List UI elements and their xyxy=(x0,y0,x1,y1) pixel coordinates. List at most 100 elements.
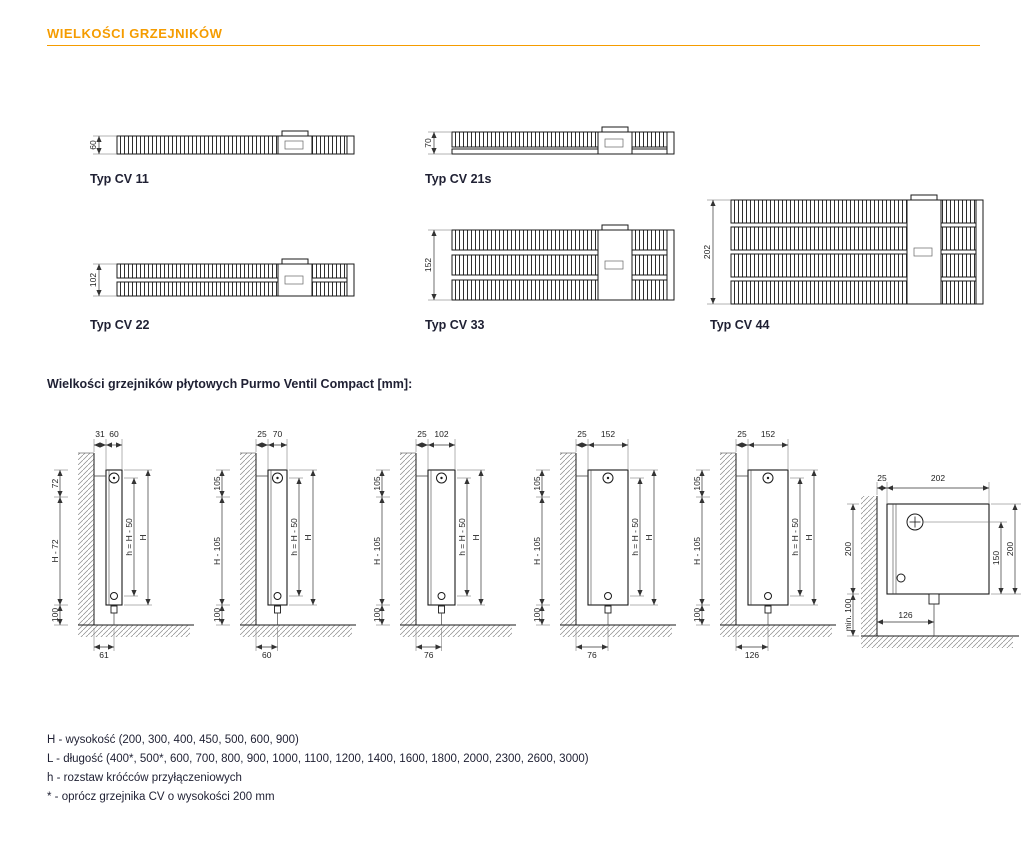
section-title: Wielkości grzejników płytowych Purmo Ven… xyxy=(47,377,413,391)
depth-dim: 102 xyxy=(88,273,98,287)
bottom-offset-dim: 60 xyxy=(262,650,272,660)
top-tab xyxy=(281,130,309,137)
wall-hatch xyxy=(560,453,576,625)
top-connection-center xyxy=(766,476,770,480)
top-connection-center xyxy=(606,476,610,480)
floor-hatch xyxy=(78,625,190,637)
top-view-cv33: 152 xyxy=(418,218,680,310)
bottom-connection xyxy=(604,592,612,600)
wall-hatch xyxy=(400,453,416,625)
radiator-top-view: 202 xyxy=(702,194,984,305)
end-cap xyxy=(346,135,355,155)
end-cap xyxy=(666,229,675,301)
radiator-fin-panel xyxy=(116,135,355,155)
type-label-cv11: Typ CV 11 xyxy=(90,172,149,186)
top-tab xyxy=(281,258,309,265)
top-connection-center xyxy=(276,476,279,480)
end-section-detail xyxy=(913,247,933,257)
wall-gap-dim: 25 xyxy=(257,429,267,439)
top-tab xyxy=(601,224,629,231)
floor-clearance-dim: 100 xyxy=(212,608,222,622)
radiator-fin-panel xyxy=(451,131,675,148)
wall-height-dim: H - 105 xyxy=(372,537,382,565)
bottom-offset-dim: 126 xyxy=(898,610,912,620)
radiator-fin-panel xyxy=(451,279,675,301)
top-connection-center xyxy=(440,476,443,480)
top-tab xyxy=(601,126,629,133)
type-label-cv44: Typ CV 44 xyxy=(710,318,770,332)
height-dim: H xyxy=(303,534,313,540)
floor-clearance-dim: min. 100 xyxy=(843,598,853,631)
footnote-asterisk: * - oprócz grzejnika CV o wysokości 200 … xyxy=(47,791,275,803)
footnote-spacing: h - rozstaw króćców przyłączeniowych xyxy=(47,772,242,784)
radiator-body xyxy=(587,469,629,606)
wall-height-dim: H - 105 xyxy=(212,537,222,565)
bottom-connection xyxy=(437,592,446,600)
wall-gap-dim: 31 xyxy=(95,429,105,439)
upper-offset-dim: 72 xyxy=(50,479,60,489)
radiator-fin-panel xyxy=(730,226,984,251)
height-dim: H xyxy=(138,534,148,540)
radiator-body xyxy=(105,469,123,606)
depth-dim: 152 xyxy=(761,429,775,439)
upper-offset-dim: 105 xyxy=(372,476,382,490)
end-section-detail xyxy=(284,140,304,150)
upper-offset-dim: 105 xyxy=(532,476,542,490)
top-view-cv44: 202 xyxy=(697,188,989,314)
connection-spacing-dim: h = H - 50 xyxy=(124,518,134,556)
bottom-connection xyxy=(764,592,772,600)
floor-clearance-dim: 100 xyxy=(532,608,542,622)
connection-spacing-dim: h = H - 50 xyxy=(289,518,299,556)
type-label-cv33: Typ CV 33 xyxy=(425,318,485,332)
footnote-length: L - długość (400*, 500*, 600, 700, 800, … xyxy=(47,753,589,765)
radiator-fin-panel xyxy=(116,281,355,297)
bottom-offset-dim: 61 xyxy=(99,650,109,660)
radiator-body xyxy=(267,469,288,606)
upper-offset-dim: 105 xyxy=(692,476,702,490)
end-cap xyxy=(975,199,984,305)
radiator-fin-panel xyxy=(730,280,984,305)
height-dim: H xyxy=(644,534,654,540)
top-connection-center xyxy=(112,476,116,480)
height-dim: H xyxy=(471,534,481,540)
radiator-fin-panel xyxy=(730,253,984,278)
floor-hatch xyxy=(861,636,1013,648)
top-view-cv21s: 70 xyxy=(418,120,680,164)
floor-hatch xyxy=(400,625,512,637)
wall-gap-dim: 25 xyxy=(737,429,747,439)
radiator-fin-panel xyxy=(451,229,675,251)
footnote-height: H - wysokość (200, 300, 400, 450, 500, 6… xyxy=(47,734,299,746)
bottom-connection xyxy=(896,573,906,583)
radiator-body xyxy=(427,469,456,606)
page-title: WIELKOŚCI GRZEJNIKÓW xyxy=(47,26,223,41)
top-tab xyxy=(910,194,938,201)
depth-dim: 202 xyxy=(702,245,712,259)
end-section-detail xyxy=(604,138,624,148)
depth-dim: 152 xyxy=(423,258,433,272)
radiator-top-view: 102 xyxy=(88,258,355,297)
header-divider xyxy=(47,45,980,46)
radiator-top-view: 70 xyxy=(423,126,675,155)
floor-clearance-dim: 100 xyxy=(372,608,382,622)
floor-clearance-dim: 100 xyxy=(50,608,60,622)
bottom-offset-dim: 76 xyxy=(587,650,597,660)
end-section-detail xyxy=(284,275,304,285)
depth-dim: 60 xyxy=(88,140,98,150)
top-view-cv11: 60 xyxy=(83,124,360,164)
footnotes: H - wysokość (200, 300, 400, 450, 500, 6… xyxy=(47,731,589,807)
upper-offset-dim: 105 xyxy=(212,476,222,490)
radiator-flat-panel xyxy=(451,148,675,155)
connection-spacing-dim: h = H - 50 xyxy=(457,518,467,556)
